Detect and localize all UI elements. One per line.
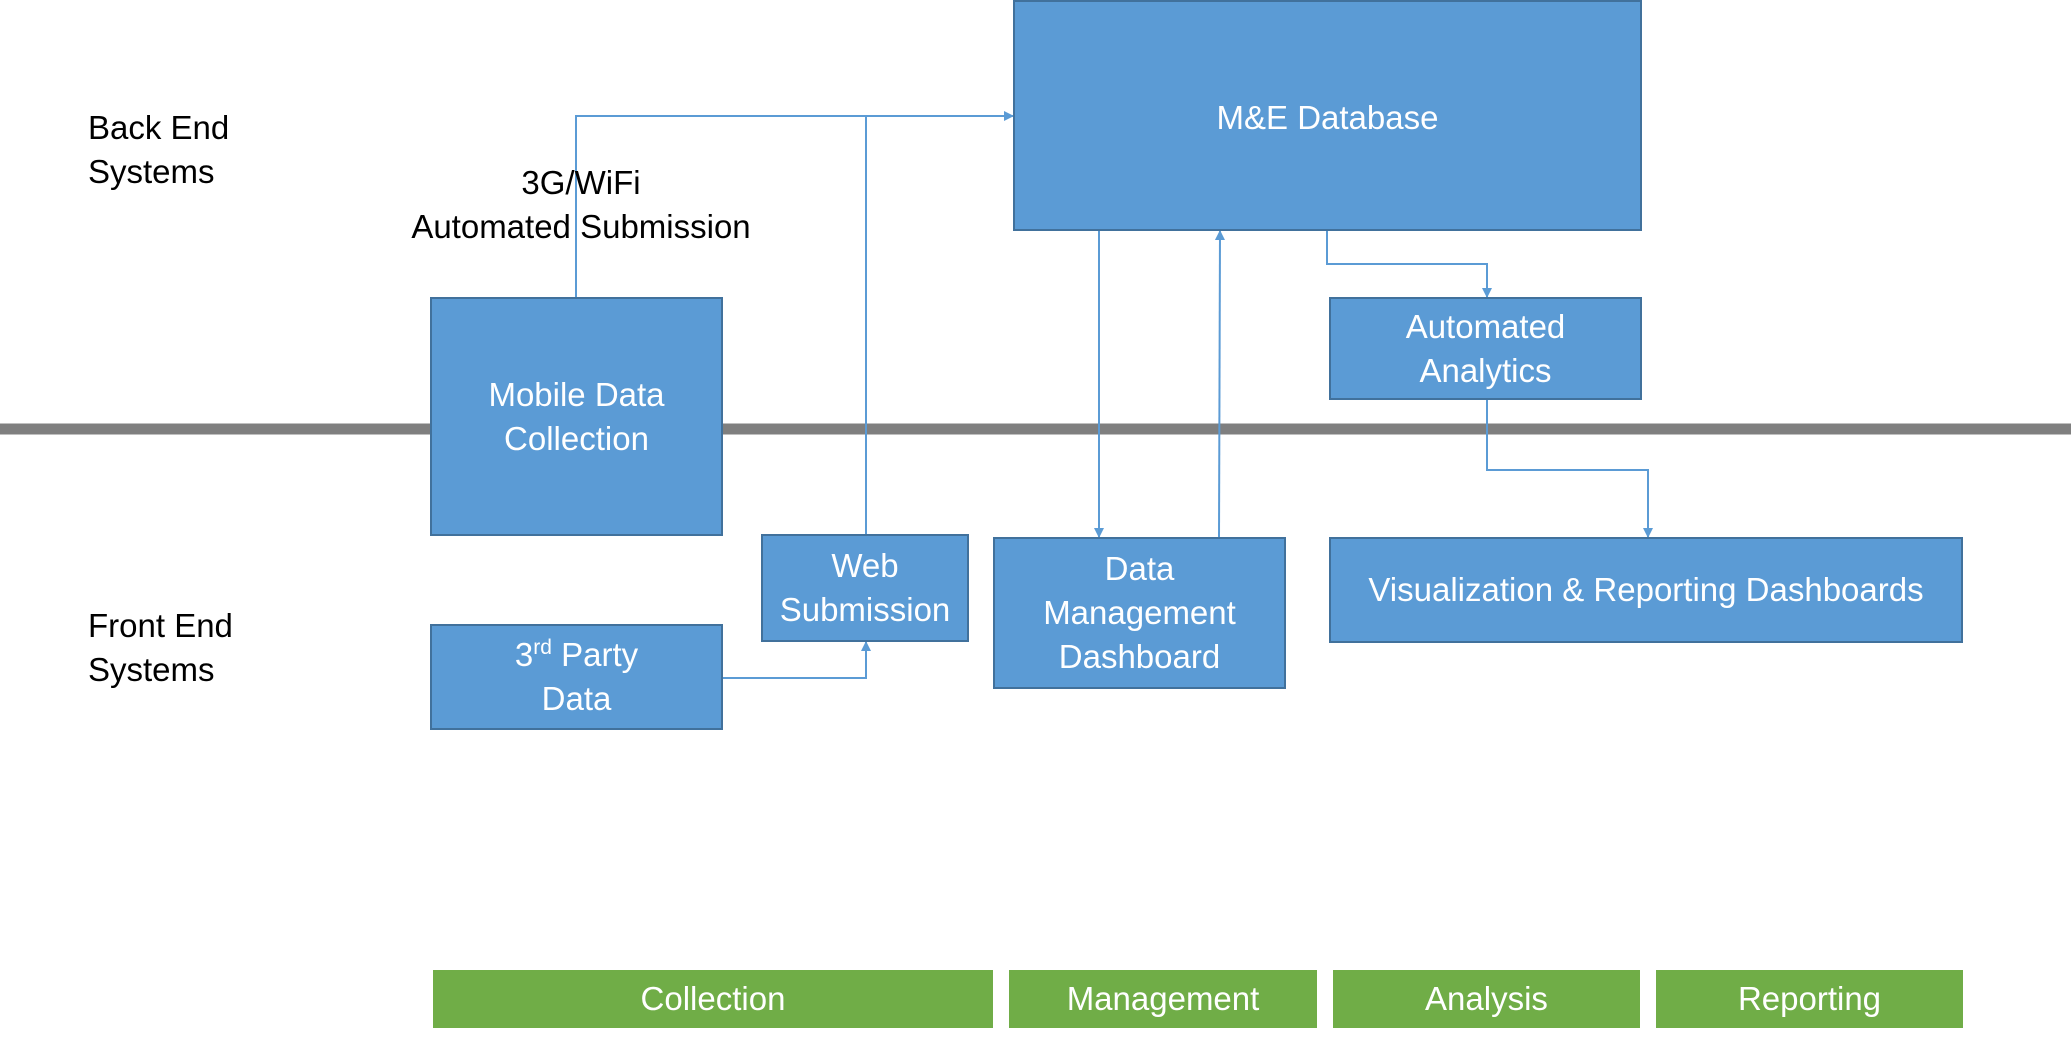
me-database-node: M&E Database — [1013, 0, 1642, 231]
third-party-suffix: Party — [551, 636, 639, 673]
phase-reporting: Reporting — [1656, 970, 1963, 1028]
automated-analytics-label: Automated — [1405, 307, 1566, 345]
web-submission-label: Web — [831, 547, 899, 584]
connector-dashboard-to-database — [1214, 230, 1225, 538]
back-end-tier-label: Back End Systems — [88, 106, 229, 194]
data-management-dashboard-label: Dashboard — [1058, 638, 1221, 675]
phase-analysis: Analysis — [1333, 970, 1640, 1028]
third-party-data-label: 3rd Party — [515, 633, 638, 677]
me-database-label: M&E Database — [1216, 99, 1439, 136]
visualization-reporting-dashboards-node: Visualization & Reporting Dashboards — [1329, 537, 1963, 643]
front-end-label-line: Front End — [88, 607, 233, 644]
front-end-tier-label: Front End Systems — [88, 604, 233, 692]
phase-collection: Collection — [433, 970, 993, 1028]
mobile-data-collection-node: Mobile Data Collection — [430, 297, 723, 536]
web-submission-label: Submission — [779, 591, 951, 628]
data-management-dashboard-label: Data — [1104, 550, 1175, 587]
front-end-label-line: Systems — [88, 651, 215, 688]
data-management-dashboard-node: Data Management Dashboard — [993, 537, 1286, 689]
visualization-reporting-dashboards-label: Visualization & Reporting Dashboards — [1368, 571, 1924, 608]
third-party-superscript: rd — [533, 636, 552, 659]
third-party-data-node: 3rd Party Data — [430, 624, 723, 730]
mobile-data-collection-label: Mobile Data — [488, 375, 665, 413]
back-end-label-line: Systems — [88, 153, 215, 190]
connector-database-to-analytics — [1322, 222, 1492, 298]
web-submission-node: Web Submission — [761, 534, 969, 642]
third-party-number: 3 — [514, 636, 534, 673]
automated-analytics-node: Automated Analytics — [1329, 297, 1642, 400]
data-management-dashboard-label: Management — [1043, 594, 1236, 631]
back-end-label-line: Back End — [88, 109, 230, 146]
connection-label-line: 3G/WiFi — [521, 164, 641, 201]
mobile-data-collection-label: Collection — [504, 419, 649, 457]
connector-analytics-to-visualization — [1482, 391, 1653, 538]
connection-label-line: Automated Submission — [411, 208, 751, 245]
connection-label: 3G/WiFi Automated Submission — [381, 161, 781, 249]
phase-management: Management — [1009, 970, 1317, 1028]
automated-analytics-label: Analytics — [1419, 351, 1552, 389]
connector-thirdparty-to-web — [723, 641, 871, 679]
connector-mobile-to-database — [571, 111, 1014, 306]
third-party-data-label: Data — [541, 680, 612, 717]
